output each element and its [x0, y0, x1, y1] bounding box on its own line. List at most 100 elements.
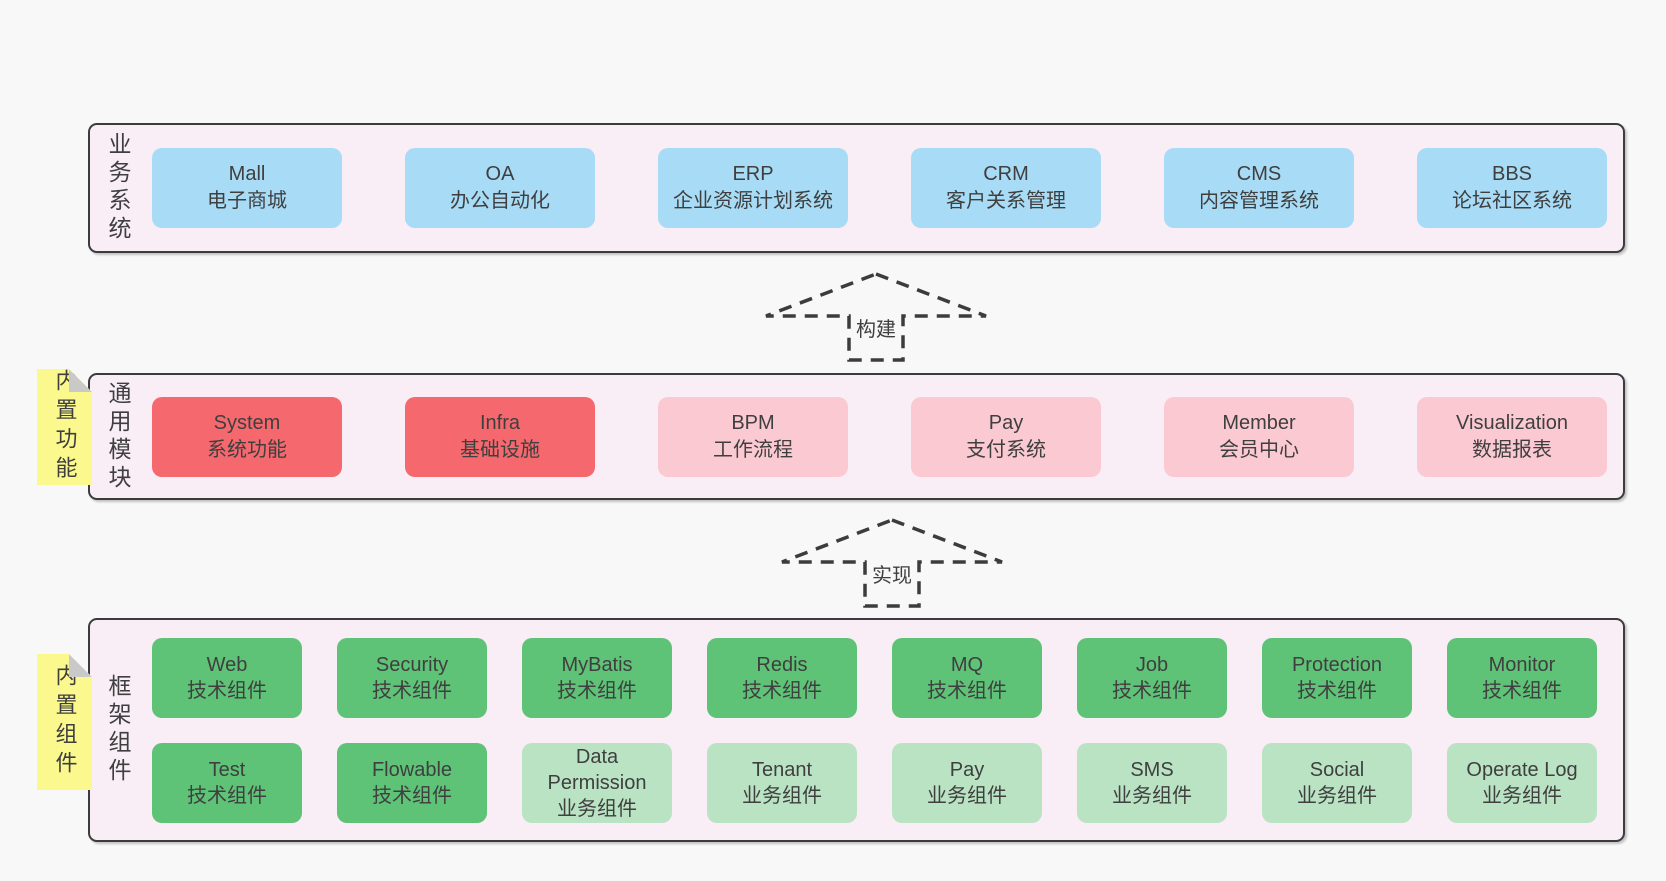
note-built-in-components: 内置组件 [37, 654, 92, 790]
box-subtitle: 业务组件 [742, 784, 822, 807]
box-title: OA [485, 163, 515, 185]
box-title: SMS [1130, 758, 1174, 781]
box-title: Web [206, 653, 248, 676]
box-flowable: Flowable 技术组件 [337, 742, 487, 823]
box-title: Visualization [1456, 411, 1568, 434]
layer-business-systems: 业务系统 Mall 电子商城 OA 办公自动化 ERP 企业资源计划系统 CRM… [88, 123, 1625, 253]
box-subtitle: 工作流程 [713, 438, 793, 461]
box-title: BPM [731, 411, 775, 434]
build-arrow: 构建 [761, 268, 991, 363]
box-mall: Mall 电子商城 [152, 148, 342, 228]
box-security: Security 技术组件 [337, 637, 487, 718]
box-cms: CMS 内容管理系统 [1164, 148, 1354, 228]
box-subtitle: 业务组件 [557, 797, 637, 820]
box-member: Member 会员中心 [1164, 396, 1354, 477]
box-title: ERP [732, 163, 774, 185]
box-system: System 系统功能 [152, 396, 342, 477]
box-title: Infra [479, 411, 521, 434]
layer-framework-components-label: 框架组件 [105, 674, 131, 786]
box-subtitle: 客户关系管理 [946, 190, 1066, 212]
framework-row-1: Web 技术组件 Security 技术组件 MyBatis 技术组件 Redi… [152, 637, 1597, 718]
box-title: CRM [983, 163, 1029, 185]
box-bbs: BBS 论坛社区系统 [1417, 148, 1607, 228]
implement-arrow-label: 实现 [868, 558, 916, 589]
box-monitor: Monitor 技术组件 [1447, 637, 1597, 718]
box-title: MQ [950, 653, 984, 676]
box-title: Pay [949, 758, 985, 781]
box-subtitle: 企业资源计划系统 [673, 190, 833, 212]
box-subtitle: 技术组件 [372, 679, 452, 702]
box-subtitle: 基础设施 [460, 438, 540, 461]
box-mybatis: MyBatis 技术组件 [522, 637, 672, 718]
box-subtitle: 支付系统 [966, 438, 1046, 461]
box-subtitle: 技术组件 [1112, 679, 1192, 702]
box-bpm: BPM 工作流程 [658, 396, 848, 477]
box-subtitle: 技术组件 [187, 784, 267, 807]
box-title: Operate Log [1466, 758, 1578, 781]
box-subtitle: 业务组件 [1112, 784, 1192, 807]
box-subtitle: 业务组件 [1297, 784, 1377, 807]
box-protection: Protection 技术组件 [1262, 637, 1412, 718]
box-title: Flowable [371, 758, 453, 781]
box-web: Web 技术组件 [152, 637, 302, 718]
box-subtitle: 技术组件 [1482, 679, 1562, 702]
box-title: System [213, 411, 281, 434]
layer-common-modules-label: 通用模块 [105, 380, 131, 493]
up-arrow-dashed-icon [781, 518, 1003, 608]
box-subtitle: 业务组件 [927, 784, 1007, 807]
box-subtitle: 技术组件 [742, 679, 822, 702]
box-title: CMS [1236, 163, 1282, 185]
box-mq: MQ 技术组件 [892, 637, 1042, 718]
box-subtitle: 内容管理系统 [1199, 190, 1319, 212]
note-built-in-functions: 内置功能 [37, 369, 92, 485]
box-subtitle: 业务组件 [1482, 784, 1562, 807]
box-subtitle: 技术组件 [372, 784, 452, 807]
box-title: Monitor [1488, 653, 1556, 676]
box-subtitle: 技术组件 [927, 679, 1007, 702]
box-test: Test 技术组件 [152, 742, 302, 823]
box-job: Job 技术组件 [1077, 637, 1227, 718]
layer-common-modules-boxes: System 系统功能 Infra 基础设施 BPM 工作流程 Pay 支付系统… [146, 375, 1623, 498]
layer-framework-components: 框架组件 Web 技术组件 Security 技术组件 MyBatis 技术组件… [88, 618, 1625, 842]
box-crm: CRM 客户关系管理 [911, 148, 1101, 228]
box-infra: Infra 基础设施 [405, 396, 595, 477]
box-subtitle: 办公自动化 [450, 190, 550, 212]
box-subtitle: 技术组件 [557, 679, 637, 702]
framework-row-2: Test 技术组件 Flowable 技术组件 Data Permission … [152, 742, 1597, 823]
box-title: Mall [228, 163, 266, 185]
box-operate-log: Operate Log 业务组件 [1447, 742, 1597, 823]
box-title: Job [1135, 653, 1169, 676]
box-redis: Redis 技术组件 [707, 637, 857, 718]
layer-business-systems-label: 业务系统 [105, 132, 131, 244]
box-title: Tenant [751, 758, 813, 781]
box-title: BBS [1491, 163, 1533, 185]
box-title: Social [1309, 758, 1365, 781]
build-arrow-label: 构建 [852, 312, 900, 343]
implement-arrow: 实现 [777, 514, 1007, 609]
box-subtitle: 技术组件 [187, 679, 267, 702]
box-title: Member [1222, 411, 1296, 434]
box-title: Protection [1291, 653, 1383, 676]
layer-framework-components-boxes: Web 技术组件 Security 技术组件 MyBatis 技术组件 Redi… [146, 620, 1623, 840]
box-subtitle: 技术组件 [1297, 679, 1377, 702]
up-arrow-dashed-icon [765, 272, 987, 362]
box-pay: Pay 支付系统 [911, 396, 1101, 477]
box-title: Redis [756, 653, 808, 676]
box-sms: SMS 业务组件 [1077, 742, 1227, 823]
box-title: Pay [988, 411, 1024, 434]
box-title: Security [375, 653, 449, 676]
box-subtitle: 论坛社区系统 [1452, 190, 1572, 212]
box-title: Data Permission [547, 745, 647, 794]
box-subtitle: 系统功能 [207, 438, 287, 461]
box-oa: OA 办公自动化 [405, 148, 595, 228]
box-title: MyBatis [561, 653, 633, 676]
box-data-permission: Data Permission 业务组件 [522, 742, 672, 823]
layer-business-systems-boxes: Mall 电子商城 OA 办公自动化 ERP 企业资源计划系统 CRM 客户关系… [146, 125, 1623, 251]
box-erp: ERP 企业资源计划系统 [658, 148, 848, 228]
box-tenant: Tenant 业务组件 [707, 742, 857, 823]
box-visualization: Visualization 数据报表 [1417, 396, 1607, 477]
box-title: Test [208, 758, 246, 781]
box-social: Social 业务组件 [1262, 742, 1412, 823]
box-subtitle: 数据报表 [1472, 438, 1552, 461]
box-subtitle: 电子商城 [207, 190, 287, 212]
